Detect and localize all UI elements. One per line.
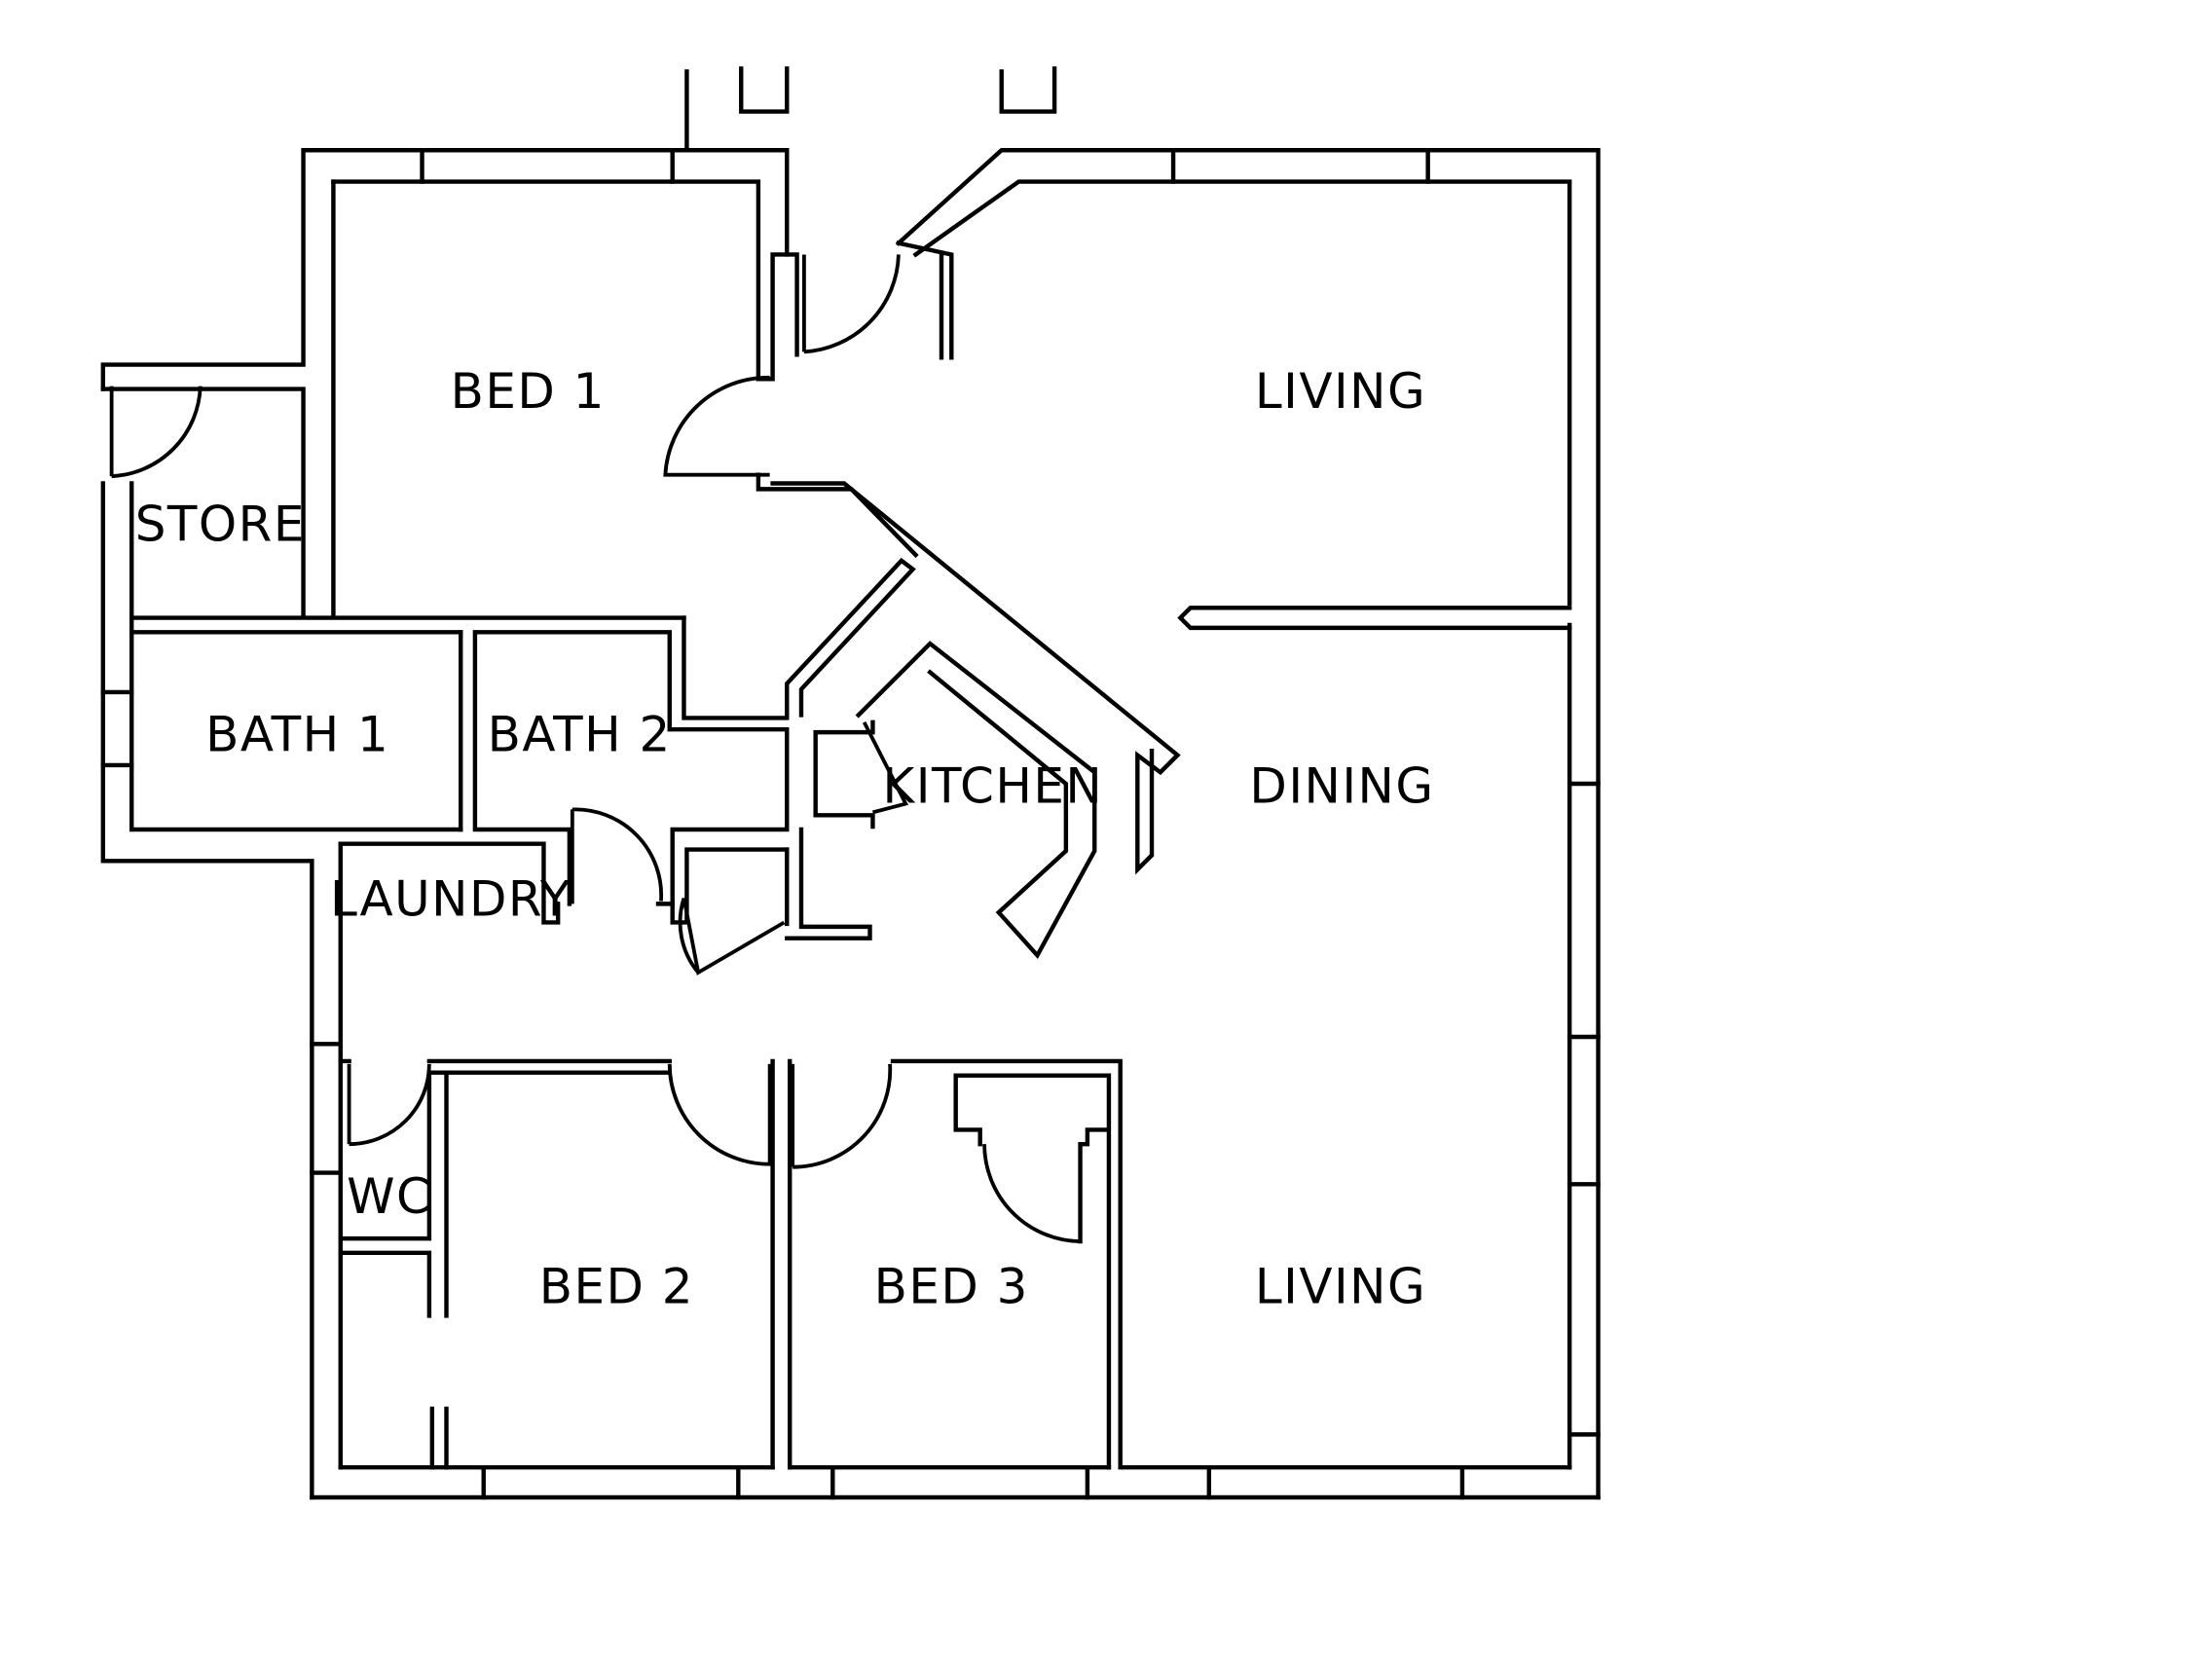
label-bath-2: BATH 2 xyxy=(488,706,672,762)
label-kitchen: KITCHEN xyxy=(883,757,1104,814)
label-bed-1: BED 1 xyxy=(451,363,606,420)
entry-stubs xyxy=(684,66,1057,153)
label-store: STORE xyxy=(135,497,306,553)
laundry-door-swing xyxy=(570,807,664,904)
wc-door-swing xyxy=(347,1063,431,1147)
wc-walls xyxy=(338,1058,672,1470)
store-walls xyxy=(100,179,686,635)
label-living-bottom: LIVING xyxy=(1255,1259,1426,1315)
outer-wall-north-right xyxy=(895,148,1601,1500)
label-bath-1: BATH 1 xyxy=(205,706,389,762)
kitchen-pantry xyxy=(785,719,875,940)
bed3-door-swing xyxy=(791,1063,893,1169)
outer-wall-west xyxy=(100,481,463,1500)
label-living-top: LIVING xyxy=(1255,363,1426,420)
hall-cupboard-door-swing xyxy=(678,897,786,976)
label-wc: WC xyxy=(347,1168,431,1225)
kitchen-diagonal-wall xyxy=(770,481,1181,875)
entry-door-jambs xyxy=(896,240,954,360)
store-door-swing xyxy=(109,386,203,479)
label-bed-2: BED 2 xyxy=(539,1259,694,1315)
label-laundry: LAUNDRY xyxy=(330,870,571,927)
entry-door-swing xyxy=(802,254,901,354)
outer-wall-south xyxy=(310,1464,1601,1500)
label-bed-3: BED 3 xyxy=(874,1259,1029,1315)
walls xyxy=(100,66,1601,1500)
bed3-robe-door-swing xyxy=(982,1144,1081,1243)
living-divider-wall xyxy=(1177,606,1572,631)
label-dining: DINING xyxy=(1249,757,1434,814)
bed2-bed3-walls xyxy=(770,1058,1123,1470)
outer-wall-north-left xyxy=(100,148,790,391)
bed2-door-swing xyxy=(667,1063,772,1166)
room-labels: BED 1 LIVING STORE BATH 1 BATH 2 KITCHEN… xyxy=(135,363,1434,1315)
kitchen-pantry-door-swing xyxy=(862,720,909,815)
bed1-door-swing xyxy=(663,375,770,477)
bed1-interior xyxy=(682,252,919,720)
door-swings xyxy=(109,254,1081,1243)
window-marks xyxy=(100,148,1601,1500)
bath-walls xyxy=(459,630,790,906)
kitchen-counter xyxy=(855,641,1097,960)
